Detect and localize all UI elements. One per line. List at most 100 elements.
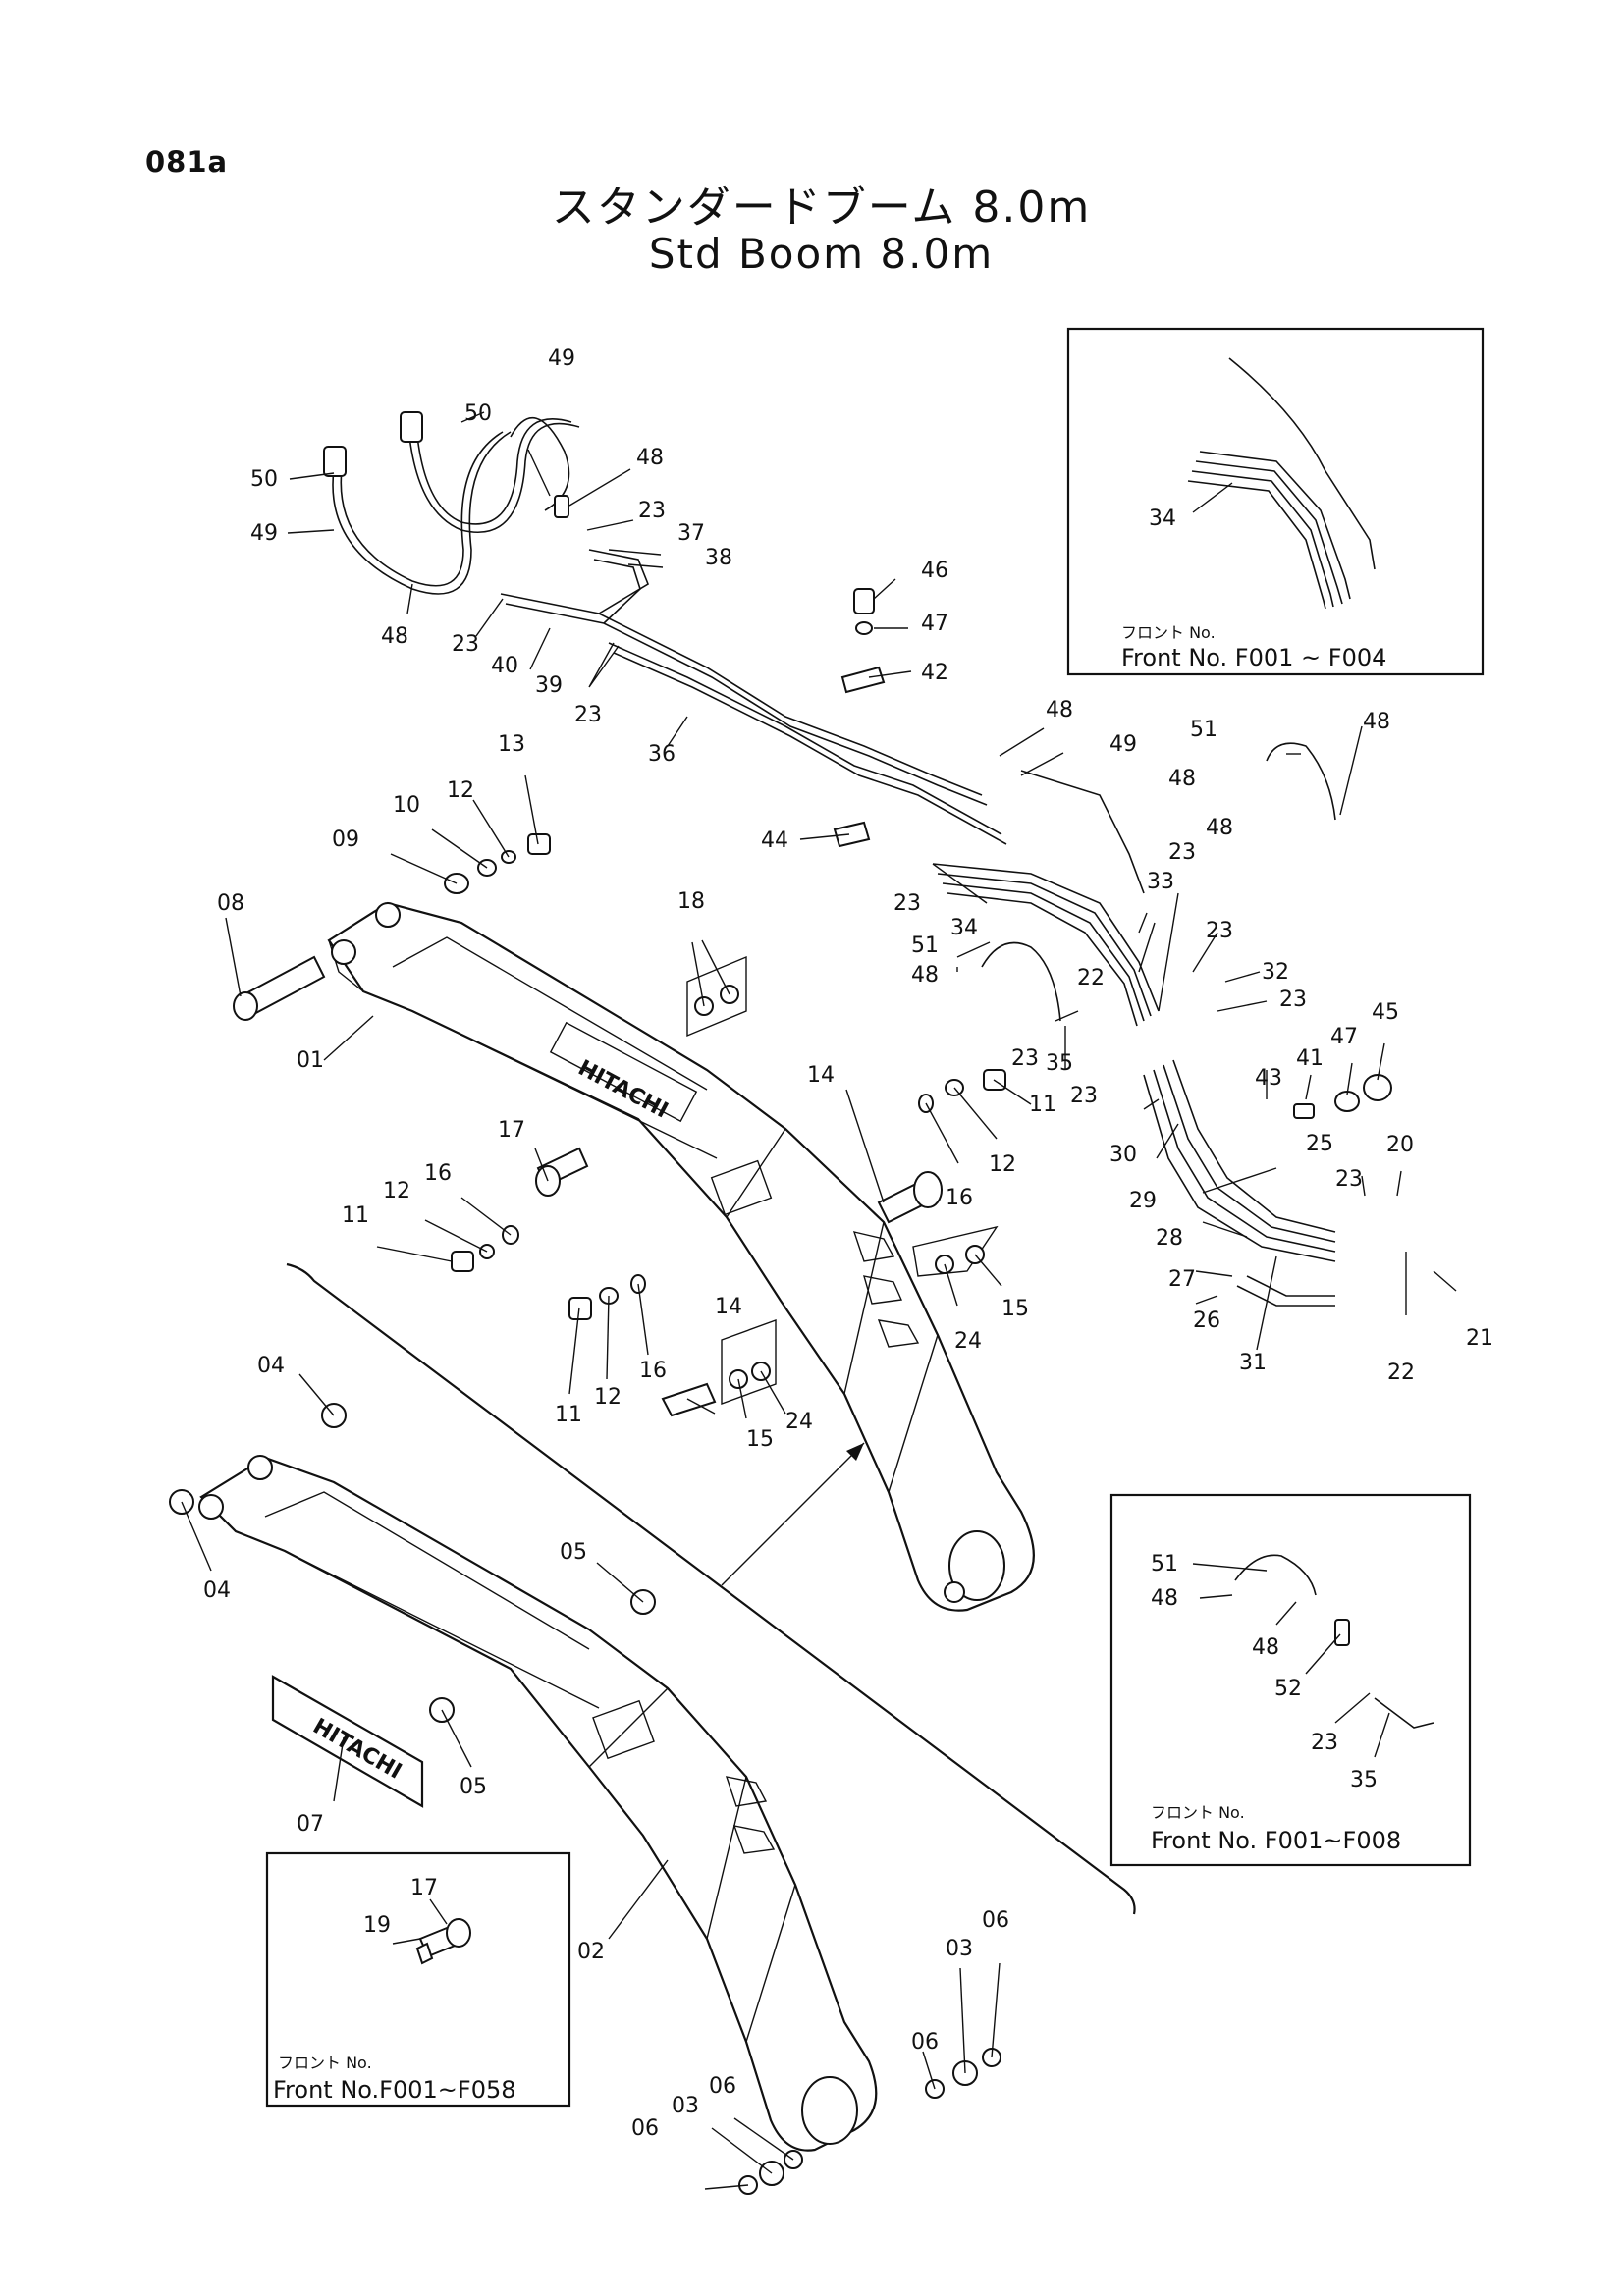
- nameplate-07: [271, 1675, 424, 1808]
- callout-10: 10: [393, 793, 420, 818]
- callout-23: 23: [1206, 919, 1233, 943]
- callout-48: 48: [636, 446, 664, 470]
- callout-28: 28: [1156, 1226, 1183, 1251]
- callout-16: 16: [946, 1186, 973, 1210]
- inset-box-front-f001-f008: [1109, 1493, 1472, 1867]
- callout-05: 05: [560, 1540, 587, 1565]
- inset2-callout-23: 23: [1311, 1731, 1338, 1755]
- callout-06: 06: [709, 2074, 736, 2099]
- callout-51: 51: [1190, 718, 1217, 742]
- callout-42: 42: [921, 661, 948, 685]
- callout-50: 50: [464, 401, 492, 426]
- inset3-pin-17: [415, 1918, 471, 1965]
- callout-17: 17: [498, 1118, 525, 1143]
- inset2-hose-parts: [1234, 1554, 1434, 1729]
- inset-box-front-f001-f058: [265, 1851, 571, 2108]
- lower-boom-02: [198, 1455, 878, 2152]
- inset2-callout-51: 51: [1151, 1552, 1178, 1576]
- callout-09: 09: [332, 828, 359, 852]
- callout-12: 12: [447, 778, 474, 803]
- callout-01: 01: [297, 1048, 324, 1073]
- callout-20: 20: [1386, 1133, 1414, 1157]
- inset-box-front-f001-f004: [1066, 327, 1485, 676]
- tube-set-36-40: [500, 549, 1007, 845]
- inset2-callout-48b: 48: [1252, 1635, 1279, 1660]
- inset1-callout-34: 34: [1149, 507, 1176, 531]
- inset3-caption-en: Front No.F001~F058: [273, 2076, 516, 2104]
- pin-08: [233, 955, 326, 1021]
- callout-07: 07: [297, 1812, 324, 1837]
- inset1-tube-set-34: [1187, 357, 1376, 610]
- callout-38: 38: [705, 546, 732, 570]
- callout-49: 49: [548, 347, 575, 371]
- small-parts-41-47: [833, 588, 1392, 1119]
- callout-29: 29: [1129, 1189, 1157, 1213]
- callout-24: 24: [954, 1329, 982, 1354]
- inset3-callout-19: 19: [363, 1913, 391, 1938]
- callout-46: 46: [921, 559, 948, 583]
- callout-23: 23: [1279, 988, 1307, 1012]
- callout-02: 02: [577, 1940, 605, 1964]
- callout-14: 14: [807, 1063, 835, 1088]
- inset1-caption-en: Front No. F001 ~ F004: [1121, 644, 1386, 671]
- plates-18-24: [686, 955, 999, 1405]
- leader-lines: [181, 411, 1457, 2190]
- callout-48: 48: [381, 624, 408, 649]
- callout-06: 06: [631, 2116, 659, 2141]
- callout-24: 24: [785, 1410, 813, 1434]
- callout-32: 32: [1262, 960, 1289, 985]
- callout-03: 03: [946, 1937, 973, 1961]
- callout-47: 47: [1330, 1025, 1358, 1049]
- callout-48: 48: [1206, 816, 1233, 840]
- callout-47: 47: [921, 612, 948, 636]
- hose-49-51-right: [981, 742, 1336, 1022]
- upper-boom-01: [327, 901, 1035, 1612]
- callout-23: 23: [1335, 1167, 1363, 1192]
- callout-18: 18: [677, 889, 705, 914]
- callout-44: 44: [761, 828, 788, 853]
- callout-49: 49: [250, 521, 278, 546]
- inset2-caption-en: Front No. F001~F008: [1151, 1827, 1401, 1854]
- inset2-callout-35: 35: [1350, 1768, 1378, 1792]
- callout-34: 34: [950, 916, 978, 940]
- callout-23: 23: [574, 703, 602, 727]
- callout-22: 22: [1077, 966, 1105, 990]
- callout-06: 06: [982, 1908, 1009, 1933]
- callout-11: 11: [1029, 1093, 1056, 1117]
- callout-36: 36: [648, 742, 676, 767]
- callout-15: 15: [1001, 1297, 1029, 1321]
- callout-04: 04: [203, 1578, 231, 1603]
- callout-05: 05: [460, 1775, 487, 1799]
- callout-48: 48: [1363, 710, 1390, 734]
- callout-12: 12: [989, 1152, 1016, 1177]
- callout-43: 43: [1255, 1066, 1282, 1091]
- callout-26: 26: [1193, 1308, 1220, 1333]
- callout-25: 25: [1306, 1132, 1333, 1156]
- page-code: 081a: [145, 145, 229, 179]
- callout-41: 41: [1296, 1046, 1324, 1071]
- callout-33: 33: [1147, 870, 1174, 894]
- callout-14: 14: [715, 1295, 742, 1319]
- inset2-callout-48a: 48: [1151, 1586, 1178, 1611]
- callout-37: 37: [677, 521, 705, 546]
- reference-arrowhead: [846, 1443, 864, 1461]
- callout-11: 11: [342, 1203, 369, 1228]
- callout-12: 12: [383, 1179, 410, 1203]
- callout-23: 23: [452, 632, 479, 657]
- callout-23: 23: [1011, 1046, 1039, 1071]
- callout-49: 49: [1109, 732, 1137, 757]
- callout-22: 22: [1387, 1361, 1415, 1385]
- title-english: Std Boom 8.0m: [648, 230, 995, 278]
- divider-curve: [286, 1262, 1136, 1915]
- washers-09-13: [444, 833, 551, 894]
- callout-23: 23: [638, 499, 666, 523]
- callout-04: 04: [257, 1354, 285, 1378]
- callout-13: 13: [498, 732, 525, 757]
- callout-35: 35: [1046, 1051, 1073, 1076]
- tube-set-34: [932, 863, 1160, 1027]
- hose-bundle-upper: [323, 411, 580, 595]
- callout-23: 23: [1070, 1084, 1098, 1108]
- inset3-callout-17: 17: [410, 1876, 438, 1900]
- callout-27: 27: [1168, 1267, 1196, 1292]
